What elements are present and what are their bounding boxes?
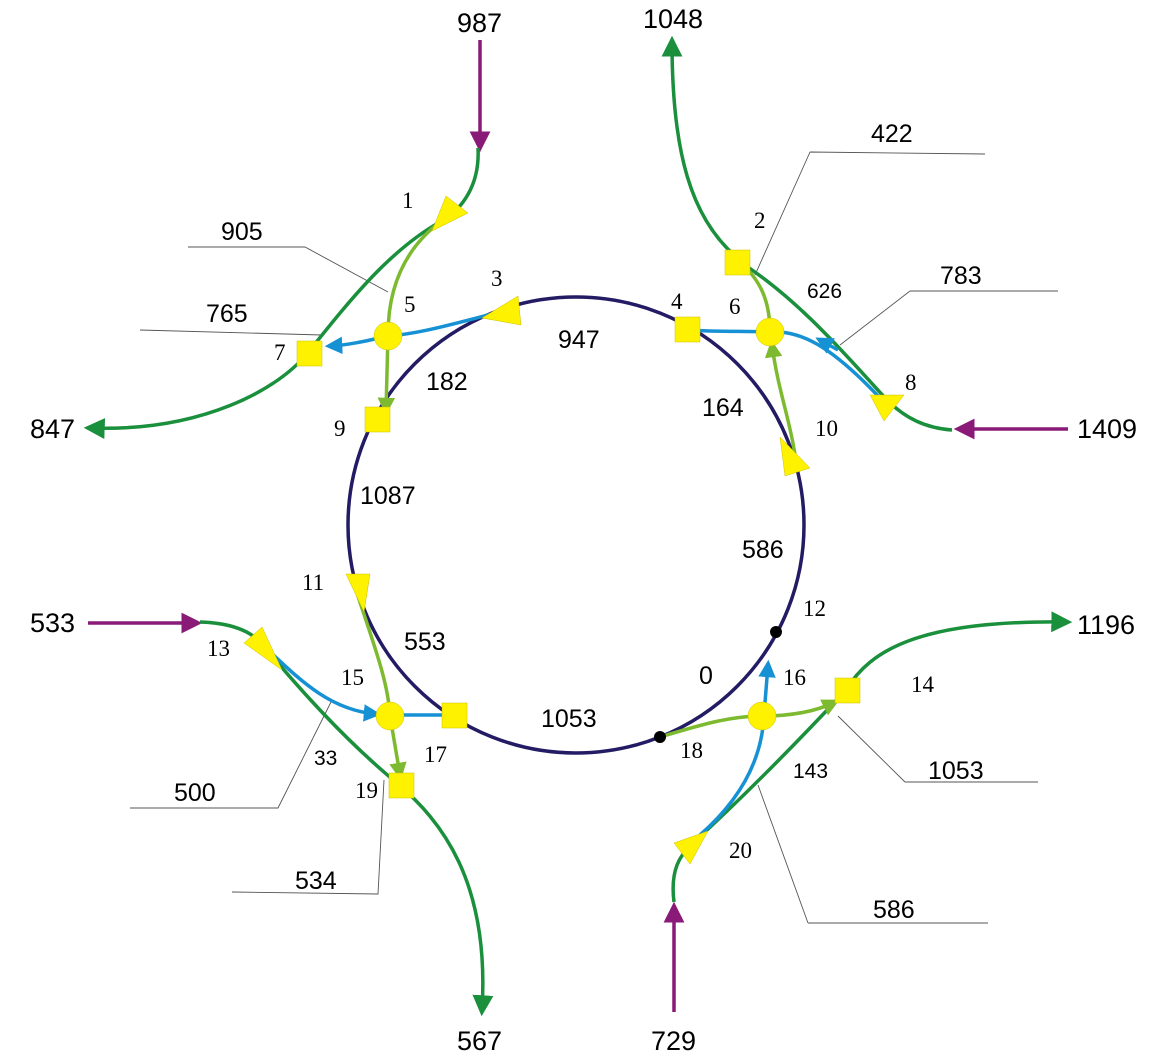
link-flow-143: 143: [793, 760, 828, 783]
node-id-11: 11: [302, 570, 324, 595]
node-id-18: 18: [680, 738, 703, 763]
node-id-7: 7: [274, 340, 286, 365]
node-id-3: 3: [491, 266, 503, 291]
flow-label-south-in: 729: [651, 1026, 696, 1056]
node-id-20: 20: [729, 838, 752, 863]
link-3-7: [324, 310, 501, 355]
point-node-18: [654, 731, 666, 743]
square-node-14: [834, 677, 861, 704]
flow-label-east-in: 1409: [1077, 414, 1137, 444]
triangle-node-20: [673, 830, 709, 865]
link-flow-labels: 626 143 33: [314, 280, 842, 783]
node-id-15: 15: [341, 665, 364, 690]
callout-500: 500: [174, 779, 216, 807]
triangle-node-11: [345, 573, 371, 613]
node-id-9: 9: [334, 416, 346, 441]
lime-links: [354, 220, 840, 781]
exit-west-link: [83, 147, 480, 440]
ring-flow-right: 586: [742, 536, 784, 564]
triangle-node-10: [779, 436, 811, 477]
node-id-16: 16: [783, 665, 806, 690]
point-node-12: [770, 626, 782, 638]
ring-flow-labels: 947 182 164 1087 586 553 1053 0: [360, 326, 784, 733]
circle-node-16: [747, 701, 777, 731]
callout-783: 783: [940, 262, 982, 290]
east-approach-link: [739, 260, 953, 432]
callout-586: 586: [873, 896, 915, 924]
node-id-labels: 1 2 3 4 5 6 7 8 9 10 11 12 13 14 15 16 1…: [207, 188, 935, 863]
flow-label-west-out: 847: [30, 414, 75, 444]
node-id-6: 6: [729, 294, 741, 319]
flow-label-west-in: 533: [30, 608, 75, 638]
ramp-flow-labels: 987 1048 1409 847 533 567 729 1196: [30, 4, 1137, 1056]
flow-label-north-in: 987: [457, 8, 502, 38]
link-13-15: [266, 648, 382, 722]
ring-flow-left: 1087: [360, 482, 416, 510]
callout-labels: 422 905 783 765 500 534 1053 586: [174, 120, 984, 924]
exit-north-link: [661, 35, 742, 262]
node-id-17: 17: [424, 742, 447, 767]
flow-label-east-out: 1196: [1077, 610, 1135, 640]
triangle-node-8: [869, 394, 905, 422]
inflow-arrows: [88, 40, 1068, 1012]
ring-flow-lower-right: 0: [699, 662, 713, 690]
square-node-9: [364, 406, 391, 433]
ring-flow-upper-left: 182: [426, 368, 468, 396]
node-id-13: 13: [207, 636, 230, 661]
green-links: [83, 35, 1073, 1017]
blue-links: [266, 310, 882, 837]
square-node-2: [724, 249, 751, 276]
link-flow-33: 33: [314, 747, 337, 770]
callout-765: 765: [206, 300, 248, 328]
square-node-4: [674, 316, 701, 343]
ring-flow-bottom: 1053: [541, 705, 597, 733]
flow-label-south-out: 567: [457, 1026, 502, 1056]
flow-label-northeast-out: 1048: [643, 4, 703, 34]
leader-lines: [130, 151, 1058, 924]
node-id-5: 5: [404, 292, 416, 317]
callout-422: 422: [871, 120, 913, 148]
exit-south-link: [199, 620, 494, 1017]
node-markers: [243, 195, 905, 865]
callout-1053: 1053: [928, 757, 984, 785]
triangle-node-13: [243, 626, 283, 671]
circle-node-15: [375, 701, 405, 731]
callout-905: 905: [221, 218, 263, 246]
callout-534: 534: [295, 867, 337, 895]
node-id-14: 14: [911, 672, 935, 697]
node-id-4: 4: [671, 289, 683, 314]
roundabout-ring: [346, 295, 806, 755]
ring-flow-upper-right: 164: [702, 394, 744, 422]
link-flow-626: 626: [807, 280, 842, 303]
link-10-6: [764, 339, 797, 456]
ring-flow-lower-left: 553: [404, 628, 446, 656]
ring-flow-top: 947: [558, 326, 600, 354]
node-id-19: 19: [355, 778, 378, 803]
triangle-node-3: [481, 295, 522, 326]
node-id-1: 1: [402, 188, 414, 213]
square-node-17: [441, 702, 468, 729]
node-id-10: 10: [815, 416, 838, 441]
circle-node-6: [755, 317, 785, 347]
node-id-12: 12: [803, 596, 826, 621]
node-id-8: 8: [905, 370, 917, 395]
circle-node-5: [373, 321, 403, 351]
node-id-2: 2: [754, 208, 766, 233]
square-node-7: [296, 340, 323, 367]
triangle-node-1: [431, 195, 469, 232]
link-4-8: [685, 328, 882, 400]
square-node-19: [388, 772, 415, 799]
